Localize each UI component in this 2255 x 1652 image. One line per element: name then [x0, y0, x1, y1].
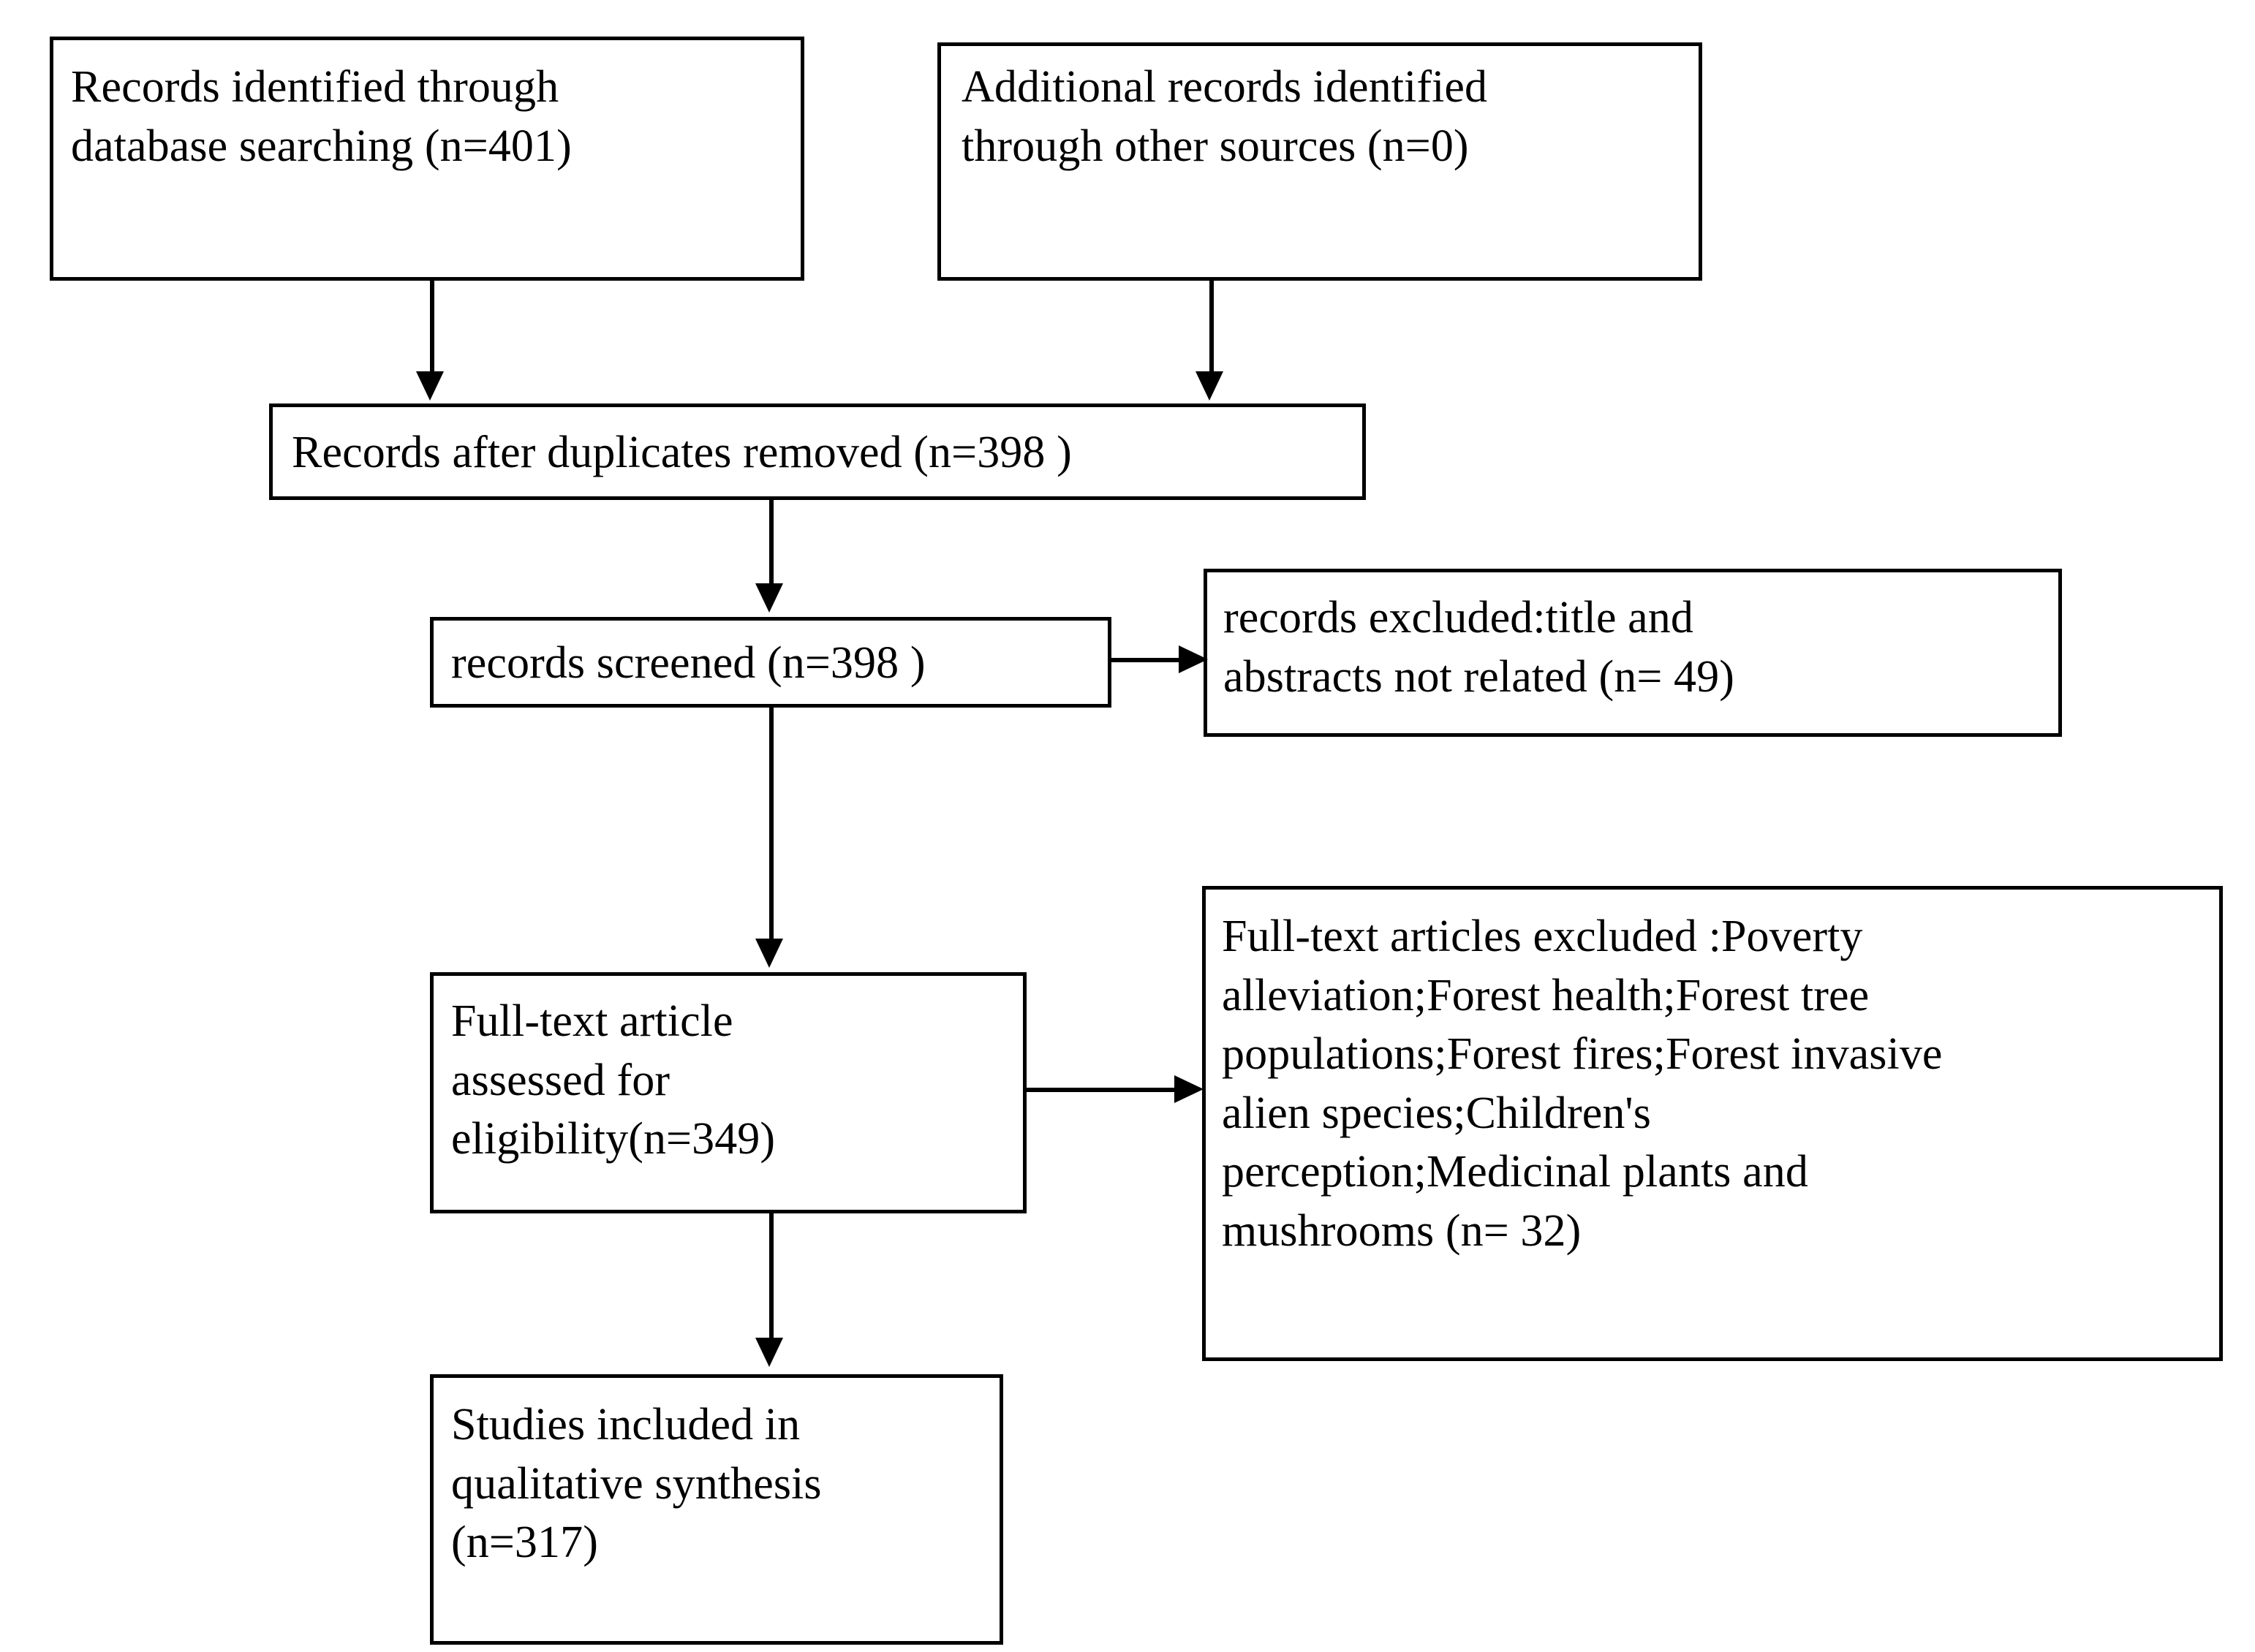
node-records-after-duplicates-removed: Records after duplicates removed (n=398 …	[269, 403, 1366, 500]
node-label: Records after duplicates removed (n=398 …	[292, 428, 1072, 477]
connector-fulltext-to-included	[769, 1213, 774, 1342]
connector-screened-to-screen-excluded	[1111, 658, 1185, 662]
arrowhead-right-icon	[1174, 1075, 1204, 1103]
node-full-text-articles-excluded: Full-text articles excluded :Poverty all…	[1202, 886, 2223, 1361]
connector-screened-to-fulltext	[769, 708, 774, 943]
node-additional-records-other-sources: Additional records identified through ot…	[937, 42, 1702, 281]
connector-other-sources-to-duplicates	[1209, 281, 1214, 376]
connector-fulltext-to-fulltext-excluded	[1027, 1088, 1180, 1092]
connector-db-search-to-duplicates	[430, 281, 434, 376]
connector-duplicates-to-screened	[769, 500, 774, 588]
node-full-text-articles-assessed: Full-text article assessed for eligibili…	[430, 972, 1027, 1213]
node-studies-included-qualitative-synthesis: Studies included in qualitative synthesi…	[430, 1374, 1003, 1645]
node-records-excluded-title-abstract: records excluded:title and abstracts not…	[1204, 569, 2062, 737]
arrowhead-down-icon	[755, 939, 783, 968]
node-label: Records identified through database sear…	[71, 62, 572, 171]
arrowhead-down-icon	[755, 583, 783, 613]
node-label: Additional records identified through ot…	[962, 62, 1488, 171]
arrowhead-right-icon	[1179, 645, 1208, 673]
arrowhead-down-icon	[1196, 371, 1223, 401]
node-records-screened: records screened (n=398 )	[430, 617, 1111, 708]
node-label: records screened (n=398 )	[451, 638, 926, 688]
node-label: Full-text article assessed for eligibili…	[451, 996, 776, 1164]
node-label: Studies included in qualitative synthesi…	[451, 1400, 822, 1568]
arrowhead-down-icon	[416, 371, 444, 401]
arrowhead-down-icon	[755, 1338, 783, 1367]
node-label: records excluded:title and abstracts not…	[1223, 593, 1734, 702]
node-label: Full-text articles excluded :Poverty all…	[1222, 912, 1943, 1256]
node-records-identified-database-searching: Records identified through database sear…	[50, 37, 804, 281]
